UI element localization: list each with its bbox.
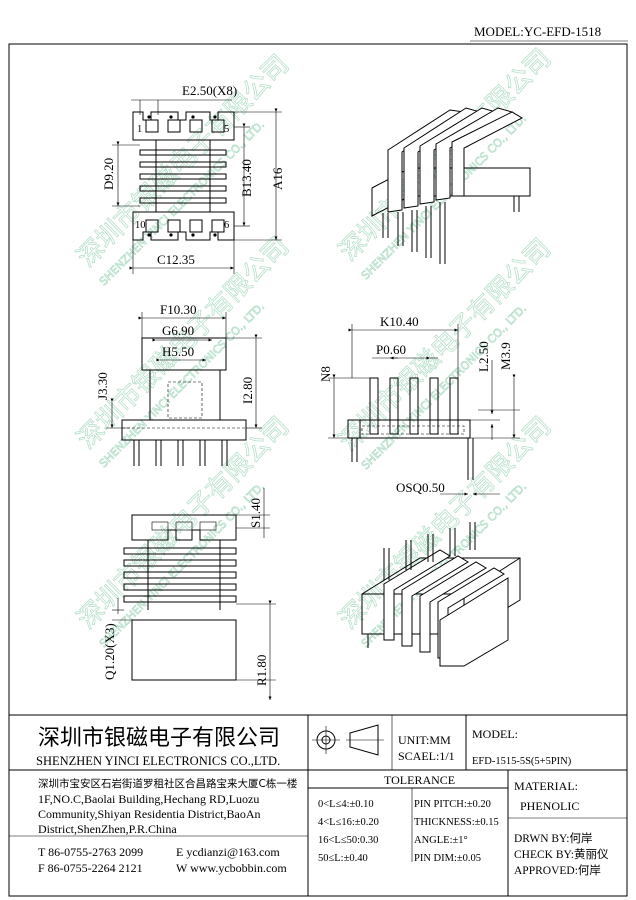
- material-label: MATERIAL:: [514, 779, 578, 793]
- dim-g: G6.90: [162, 323, 194, 338]
- address-cn: 深圳市宝安区石岩街道罗租社区合昌路宝来大厦C栋一楼: [38, 777, 298, 790]
- tol-2: 4<L≤16:±0.20: [318, 817, 379, 828]
- dim-k: K10.40: [380, 314, 419, 329]
- dim-h: H5.50: [162, 344, 194, 359]
- dim-i: I2.80: [240, 377, 255, 404]
- company-en: SHENZHEN YINCI ELECTRONICS CO.,LTD.: [36, 754, 280, 768]
- tel: T 86-0755-2763 2099: [38, 845, 143, 859]
- material-value: PHENOLIC: [520, 799, 579, 813]
- address-en-2: Community,Shiyan Residentia District,Bao…: [38, 807, 261, 821]
- top-view: 1 5 10 6 E2.50(X8) D9.20 B13.40 A16 C12.…: [101, 83, 285, 274]
- web: W www.ycbobbin.com: [176, 861, 287, 875]
- tol-1: 0<L≤4:±0.10: [318, 799, 374, 810]
- front-view: F10.30 G6.90 H5.50 J3.30 I2.80: [95, 302, 262, 466]
- dim-p: P0.60: [376, 342, 406, 357]
- dim-s: S1.40: [248, 498, 263, 528]
- dim-e: E2.50(X8): [182, 83, 237, 98]
- drawn-by: DRWN BY:何岸: [514, 832, 593, 845]
- tol-5: PIN PITCH:±0.20: [414, 799, 491, 810]
- model-label: MODEL:: [472, 727, 518, 741]
- title-block: 深圳市银磁电子有限公司 SHENZHEN YINCI ELECTRONICS C…: [9, 714, 627, 896]
- dim-m: M3.9: [498, 342, 513, 370]
- dim-j: J3.30: [95, 372, 110, 400]
- iso-view-bottom: [361, 522, 521, 667]
- tol-4: 50≤L:±0.40: [318, 853, 368, 864]
- model-header: MODEL:YC-EFD-1518: [474, 24, 601, 39]
- side-view: K10.40 P0.60 N8 L2.50 M3.9 OSQ0.50: [318, 314, 520, 496]
- model-value: EFD-1515-5S(5+5PIN): [472, 756, 572, 767]
- dim-a: A16: [270, 167, 285, 190]
- dim-d: D9.20: [101, 158, 116, 190]
- dim-c: C12.35: [157, 252, 195, 267]
- tol-7: ANGLE:±1°: [414, 835, 468, 846]
- bottom-view: S1.40 Q1.20(X3) R1.80: [102, 488, 276, 700]
- dim-o: OSQ0.50: [396, 480, 445, 495]
- dim-f: F10.30: [160, 302, 196, 317]
- dim-r: R1.80: [254, 655, 269, 686]
- pin-label-5: 5: [224, 124, 229, 135]
- pin-label-10: 10: [135, 220, 146, 231]
- pin-label-6: 6: [224, 220, 229, 231]
- check-by: CHECK BY:黄丽仪: [514, 847, 609, 861]
- dim-q: Q1.20(X3): [102, 623, 117, 680]
- dim-b: B13.40: [239, 159, 254, 197]
- tol-8: PIN DIM:±0.05: [414, 853, 481, 864]
- approved-by: APPROVED:何岸: [514, 864, 601, 877]
- pin-label-1: 1: [137, 124, 142, 135]
- dim-n: N8: [318, 366, 333, 382]
- fax: F 86-0755-2264 2121: [38, 861, 143, 875]
- tol-6: THICKNESS:±0.15: [414, 817, 499, 828]
- email: E ycdianzi@163.com: [176, 845, 280, 859]
- iso-view-top: [371, 107, 531, 264]
- company-cn: 深圳市银磁电子有限公司: [38, 726, 280, 751]
- scale: SCAEL:1/1: [398, 749, 455, 763]
- unit: UNIT:MM: [398, 733, 451, 747]
- address-en-1: 1F,NO.C,Baolai Building,Hechang RD,Luozu: [38, 792, 259, 806]
- dim-l: L2.50: [476, 341, 491, 372]
- address-en-3: District,ShenZhen,P.R.China: [38, 822, 177, 836]
- tolerance-title: TOLERANCE: [384, 773, 455, 787]
- sheet-border: [8, 43, 628, 897]
- tol-3: 16<L≤50:0.30: [318, 835, 378, 846]
- projection-cone-icon: [349, 724, 379, 756]
